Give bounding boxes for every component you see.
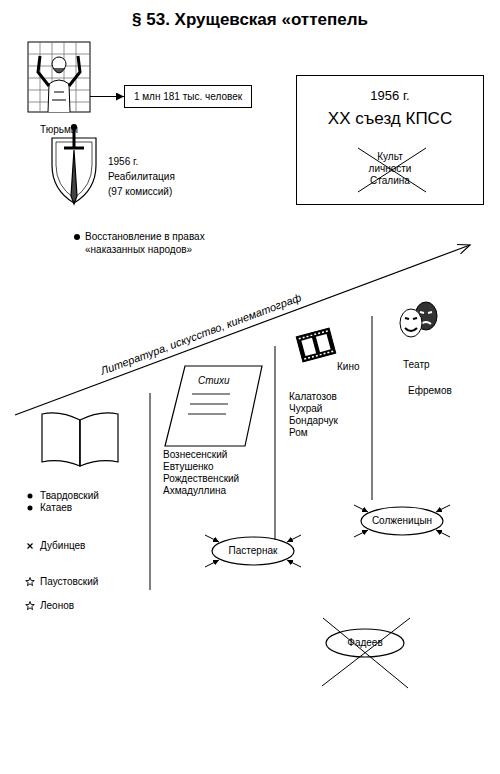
sheet (165, 366, 262, 446)
node-text: Пастернак (229, 545, 278, 557)
book-icon (42, 413, 118, 466)
cross-out (322, 618, 410, 688)
bullet-dot (28, 494, 33, 499)
pointer-arrows (205, 505, 450, 567)
film-frame (316, 334, 331, 352)
pointer-arrow (205, 560, 219, 567)
mask-eyes (420, 312, 432, 313)
mask-eyes (405, 318, 417, 319)
text-label: Реабилитация (97 комиссий) (108, 170, 183, 199)
prison-grid (28, 42, 90, 112)
text-label: Ахмадуллина (163, 485, 226, 497)
pointer-arrow (354, 505, 368, 512)
bullet-dot (74, 234, 80, 240)
node-text: Солженицын (372, 515, 432, 527)
poem-sheet-icon (165, 366, 262, 446)
text-label: Твардовский (40, 490, 99, 502)
prison-illustration (28, 42, 90, 112)
prisoner-detail (52, 92, 66, 100)
node-text: Фадеев (347, 637, 382, 649)
mask-light (400, 309, 422, 337)
text-label: Чухрай (289, 403, 322, 415)
text-label: Дубинцев (40, 540, 85, 552)
mask-mouth (405, 328, 417, 331)
prisoner-body (48, 80, 70, 112)
ellipse-shape (212, 537, 294, 565)
film-perforation (299, 331, 333, 359)
text-label: Калатозов (289, 391, 337, 403)
text-label: Евтушенко (163, 461, 214, 473)
cross-mark (28, 544, 33, 549)
text-label: Рождественский (163, 473, 239, 485)
ellipse-shape (326, 629, 404, 657)
name-ellipse: Солженицын (360, 506, 444, 536)
prisoner-beard (53, 68, 65, 73)
text-label: Кино (337, 361, 360, 373)
film-frame (301, 338, 316, 356)
text-label: Паустовский (40, 576, 98, 588)
pointer-arrow (436, 530, 450, 537)
arrow-head (457, 245, 470, 254)
name-ellipse: Пастернак (211, 536, 295, 566)
shield-sword-symbol (52, 125, 96, 205)
pointer-arrow (287, 535, 301, 542)
book-page (42, 413, 80, 466)
text-label: Стихи (198, 375, 230, 387)
star-mark (26, 602, 35, 610)
ellipse-shape (361, 507, 443, 535)
prison-bars (28, 42, 90, 112)
prisoner-arms (38, 56, 80, 86)
illustration-node: Тюрьмы (28, 42, 90, 136)
film-icon (296, 328, 336, 362)
pointer-arrow (436, 505, 450, 512)
text-label: Катаев (40, 502, 72, 514)
bullet-dot (28, 506, 33, 511)
pointer-arrow (354, 530, 368, 537)
info-box: 1956 г. XX съезд КПСС Культ личности Стали… (296, 75, 484, 205)
node-text: Тюрьмы (40, 124, 78, 136)
text-label: Восстановление в правах «наказанных наро… (85, 230, 225, 256)
divider-lines (150, 316, 372, 590)
pointer-arrow (287, 560, 301, 567)
film-strip (296, 328, 336, 362)
node-text: XX съезд КПСС (328, 109, 452, 129)
text-label: Вознесенский (163, 449, 227, 461)
text-label: Театр (403, 359, 430, 371)
theatre-masks-icon (400, 302, 437, 337)
text-label: Бондарчук (289, 415, 338, 427)
name-ellipse: Фадеев (325, 628, 405, 658)
pointer-arrow (205, 535, 219, 542)
node-text: 1956 г. (370, 88, 409, 104)
star-mark (26, 578, 35, 586)
sword-blade (71, 150, 77, 204)
book-spine (79, 420, 80, 466)
connector-arrow (90, 96, 124, 97)
node-text: Культ личности Сталина (365, 151, 415, 187)
title: § 53. Хрущевская «оттепель (0, 10, 500, 30)
text-label: 1956 г. (108, 156, 138, 168)
book-page (80, 413, 118, 466)
text-label: Леонов (40, 600, 74, 612)
sheet-lines (188, 394, 230, 414)
info-box: 1 млн 181 тыс. человек (124, 85, 252, 108)
cross-out (358, 148, 426, 192)
text-label: Ром (289, 427, 308, 439)
text-label: Ефремов (408, 385, 452, 397)
node-text: 1 млн 181 тыс. человек (134, 91, 242, 103)
